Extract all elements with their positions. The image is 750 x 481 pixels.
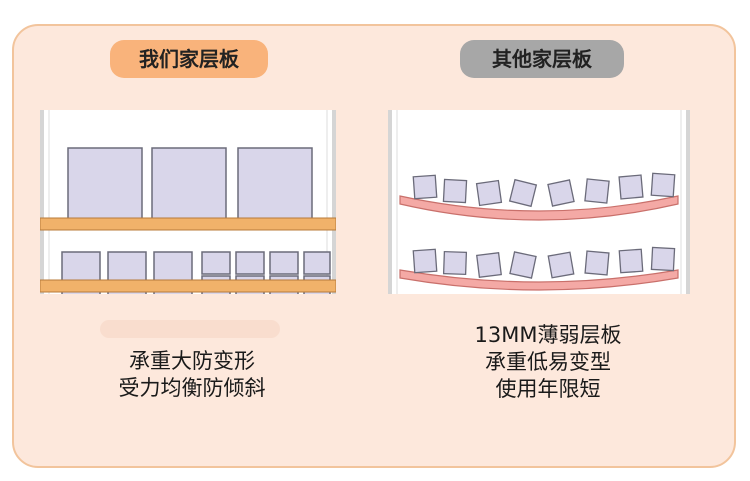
- our-shelf-caption: 承重大防变形 受力均衡防倾斜: [82, 348, 302, 402]
- other-shelf-caption: 13MM薄弱层板 承重低易变型 使用年限短: [428, 322, 668, 403]
- our-shelf-illustration: [39, 110, 337, 301]
- sagging-shelf: [399, 269, 679, 291]
- shelf-board: [39, 217, 337, 231]
- caption-line: 使用年限短: [495, 377, 601, 401]
- sagging-shelf: [399, 195, 679, 221]
- box: [67, 147, 143, 221]
- other-shelf-svg: [388, 110, 690, 294]
- box: [237, 147, 313, 221]
- blurred-area: [100, 320, 280, 338]
- right-post: [686, 110, 690, 294]
- box: [151, 147, 227, 221]
- right-post: [332, 110, 336, 294]
- tilted-boxes-bottom: [412, 246, 676, 279]
- left-post: [388, 110, 392, 294]
- other-shelf-illustration: [388, 110, 690, 294]
- other-shelf-label: 其他家层板: [460, 40, 624, 78]
- our-shelf-svg: [39, 110, 337, 301]
- tilted-boxes-top: [412, 172, 676, 208]
- caption-line: 13MM薄弱层板: [474, 323, 622, 347]
- our-shelf-label: 我们家层板: [110, 40, 268, 78]
- caption-line: 承重大防变形: [129, 349, 255, 373]
- caption-line: 受力均衡防倾斜: [118, 376, 266, 400]
- shelf-board: [39, 279, 337, 293]
- caption-line: 承重低易变型: [485, 350, 611, 374]
- left-post: [40, 110, 44, 294]
